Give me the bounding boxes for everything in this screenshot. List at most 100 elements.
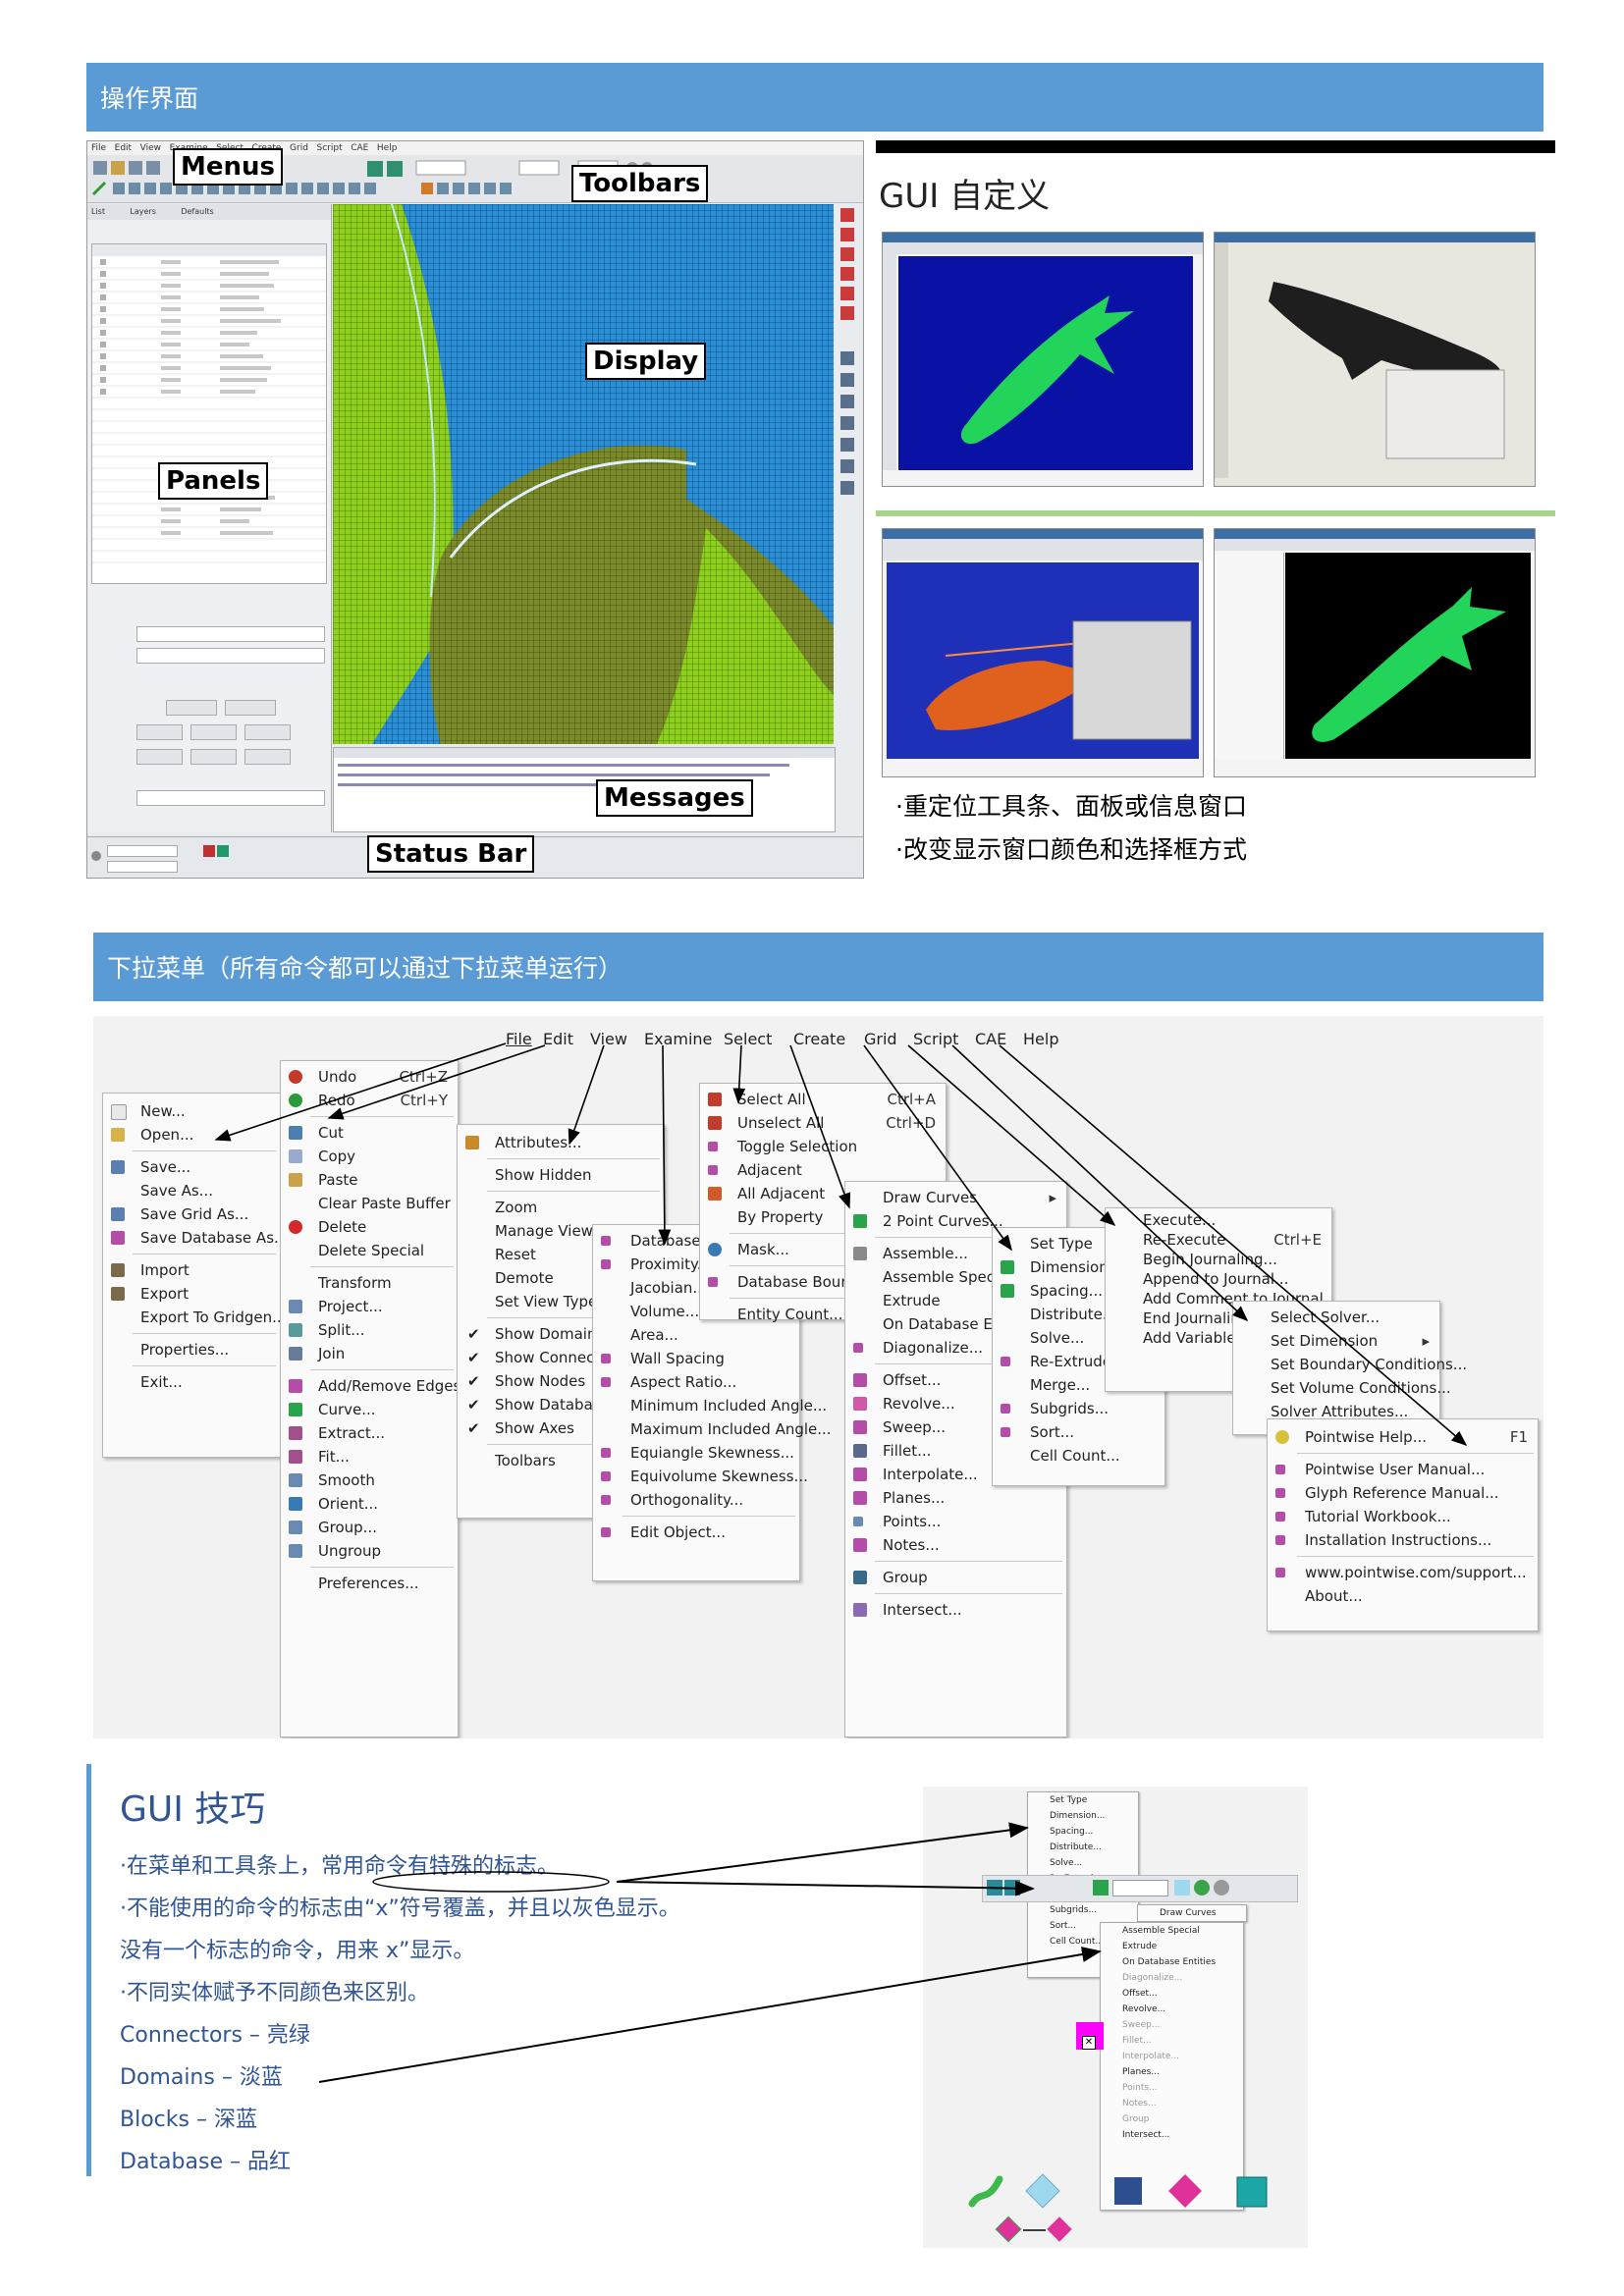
menu-item[interactable]: Clear Paste Buffer	[318, 1195, 451, 1212]
menu-item[interactable]: Properties...	[140, 1341, 230, 1359]
menu-item[interactable]: Show Axes	[458, 1416, 664, 1440]
menu-item[interactable]: Volume...	[630, 1303, 700, 1320]
menu-item[interactable]: Minimum Included Angle...	[630, 1397, 828, 1415]
menu-item[interactable]: Distribute...	[1030, 1306, 1117, 1323]
menu-item[interactable]: Pointwise Help...F1	[1268, 1425, 1538, 1449]
menu-item[interactable]: Manage View	[495, 1222, 593, 1240]
menu-item[interactable]: Subgrids...	[993, 1397, 1164, 1420]
menu-item[interactable]: Database...	[593, 1229, 799, 1253]
mini-menu-item[interactable]: Planes...	[1122, 2067, 1160, 2077]
panel-button[interactable]	[244, 749, 291, 765]
menu-cae[interactable]: CAE	[975, 1030, 1007, 1048]
display-viewport[interactable]	[333, 204, 834, 744]
menu-view[interactable]: View	[590, 1030, 627, 1048]
panel-button[interactable]	[136, 749, 183, 765]
menu-select[interactable]: Select	[724, 1030, 773, 1048]
mini-dimension-input[interactable]	[1112, 1880, 1168, 1896]
menu-item[interactable]: www.pointwise.com/support...	[1268, 1561, 1538, 1584]
menu-item[interactable]: Attributes...	[458, 1131, 664, 1154]
menu-item[interactable]: Fit...	[281, 1445, 458, 1468]
menu-item[interactable]: Assemble Special	[883, 1268, 1012, 1286]
layer-number-input[interactable]	[136, 790, 325, 806]
menu-examine[interactable]: Examine	[644, 1030, 713, 1048]
mini-menu-item[interactable]: Extrude	[1122, 1942, 1158, 1951]
menu-item[interactable]: Save Grid As...	[103, 1202, 280, 1226]
menu-item[interactable]: Toolbars	[495, 1452, 556, 1469]
menu-item[interactable]: About...	[1305, 1587, 1363, 1605]
mini-menu-item[interactable]: Offset...	[1122, 1989, 1158, 1999]
mini-menu-item[interactable]: Subgrids...	[1050, 1905, 1098, 1915]
menu-item[interactable]: Select Solver...	[1271, 1308, 1380, 1326]
menu-item[interactable]: Group...	[281, 1516, 458, 1539]
menu-item[interactable]: Reset	[495, 1246, 536, 1263]
menu-item[interactable]: New...	[103, 1099, 280, 1123]
filter-description-input[interactable]	[136, 626, 325, 642]
mini-menu-item[interactable]: Revolve...	[1122, 2004, 1166, 2014]
menu-item[interactable]: Assemble...	[845, 1242, 1066, 1265]
mini-menu-item[interactable]: Group	[1122, 2114, 1150, 2124]
panel-button[interactable]	[190, 724, 237, 740]
menu-item[interactable]: Cut	[281, 1121, 458, 1145]
menu-item[interactable]: Edit Object...	[593, 1521, 799, 1544]
panel-button[interactable]	[190, 749, 237, 765]
menu-create[interactable]: Create	[793, 1030, 846, 1048]
menu-item[interactable]: Demote	[495, 1269, 554, 1287]
menu-item[interactable]: Preferences...	[318, 1575, 419, 1592]
menu-item[interactable]: Cell Count...	[1030, 1447, 1120, 1465]
panel-button[interactable]	[244, 724, 291, 740]
menu-item[interactable]: Aspect Ratio...	[593, 1370, 799, 1394]
menu-item[interactable]: Adjacent	[700, 1158, 946, 1182]
menu-item[interactable]: Diagonalize...	[845, 1336, 1066, 1360]
menu-item[interactable]: Tutorial Workbook...	[1268, 1505, 1538, 1528]
menu-grid[interactable]: Grid	[864, 1030, 897, 1048]
menu-item[interactable]: Offset...	[845, 1368, 1066, 1392]
mini-menu-item[interactable]: Solve...	[1050, 1858, 1083, 1868]
menu-item[interactable]: Solver Attributes...	[1271, 1403, 1409, 1420]
mini-menu-item[interactable]: Distribute...	[1050, 1842, 1102, 1852]
filter-range-input[interactable]	[136, 648, 325, 664]
menu-item[interactable]: Append to Journal...	[1143, 1270, 1289, 1288]
menu-item[interactable]: Wall Spacing	[593, 1347, 799, 1370]
menu-item[interactable]: Sort...	[993, 1420, 1164, 1444]
mini-menu-item[interactable]: Set Type	[1050, 1795, 1088, 1805]
menu-item[interactable]: Show Nodes	[458, 1369, 664, 1393]
mini-menu-item[interactable]: Spacing...	[1050, 1827, 1094, 1837]
menu-item[interactable]: Exit...	[140, 1373, 183, 1391]
menu-item[interactable]: Entity Count...	[737, 1306, 843, 1323]
menu-item[interactable]: Group	[845, 1566, 1066, 1589]
mini-menu-item[interactable]: Cell Count...	[1050, 1937, 1104, 1947]
menu-item[interactable]: Delete Special	[318, 1242, 425, 1259]
mini-menu-item[interactable]: Intersect...	[1122, 2130, 1170, 2140]
mini-menu-item[interactable]: Dimension...	[1050, 1811, 1106, 1821]
menu-item[interactable]: Add/Remove Edges...	[281, 1374, 475, 1398]
menu-item[interactable]: Proximity...	[593, 1253, 799, 1276]
mini-menu-item[interactable]: Draw Curves	[1160, 1908, 1217, 1918]
mini-menu-item[interactable]: Interpolate...	[1122, 2052, 1180, 2061]
menu-item[interactable]: Show Hidden	[495, 1166, 592, 1184]
menu-script[interactable]: Script	[913, 1030, 959, 1048]
menu-item[interactable]: Mask...	[700, 1238, 946, 1261]
menu-item[interactable]: Intersect...	[845, 1598, 1066, 1622]
menu-item[interactable]: Smooth	[281, 1468, 458, 1492]
menu-item[interactable]: All Adjacent	[700, 1182, 946, 1205]
menu-item[interactable]: Maximum Included Angle...	[630, 1420, 832, 1438]
menu-item[interactable]: Split...	[281, 1318, 458, 1342]
menu-item[interactable]: Equivolume Skewness...	[593, 1465, 808, 1488]
menu-item[interactable]: Glyph Reference Manual...	[1268, 1481, 1538, 1505]
menu-item[interactable]: Notes...	[845, 1533, 1066, 1557]
menu-item[interactable]: Show Domains	[458, 1322, 664, 1346]
mini-menu-item[interactable]: Notes...	[1122, 2099, 1157, 2109]
menu-item[interactable]: Dimension...	[993, 1255, 1164, 1279]
panel-button[interactable]	[166, 700, 217, 716]
menu-item[interactable]: Merge...	[1030, 1376, 1091, 1394]
mini-menu-item[interactable]: Assemble Special	[1122, 1926, 1200, 1936]
menu-help[interactable]: Help	[1023, 1030, 1059, 1048]
menu-edit[interactable]: Edit	[543, 1030, 573, 1048]
menu-item[interactable]: Open...	[103, 1123, 280, 1147]
panel-button[interactable]	[225, 700, 276, 716]
mini-menu-item[interactable]: On Database Entities	[1122, 1957, 1217, 1967]
menu-item[interactable]: Add Variable...	[1143, 1329, 1250, 1347]
menu-item[interactable]: Set View Type	[495, 1293, 598, 1310]
menu-item[interactable]: Solve...	[1030, 1329, 1085, 1347]
